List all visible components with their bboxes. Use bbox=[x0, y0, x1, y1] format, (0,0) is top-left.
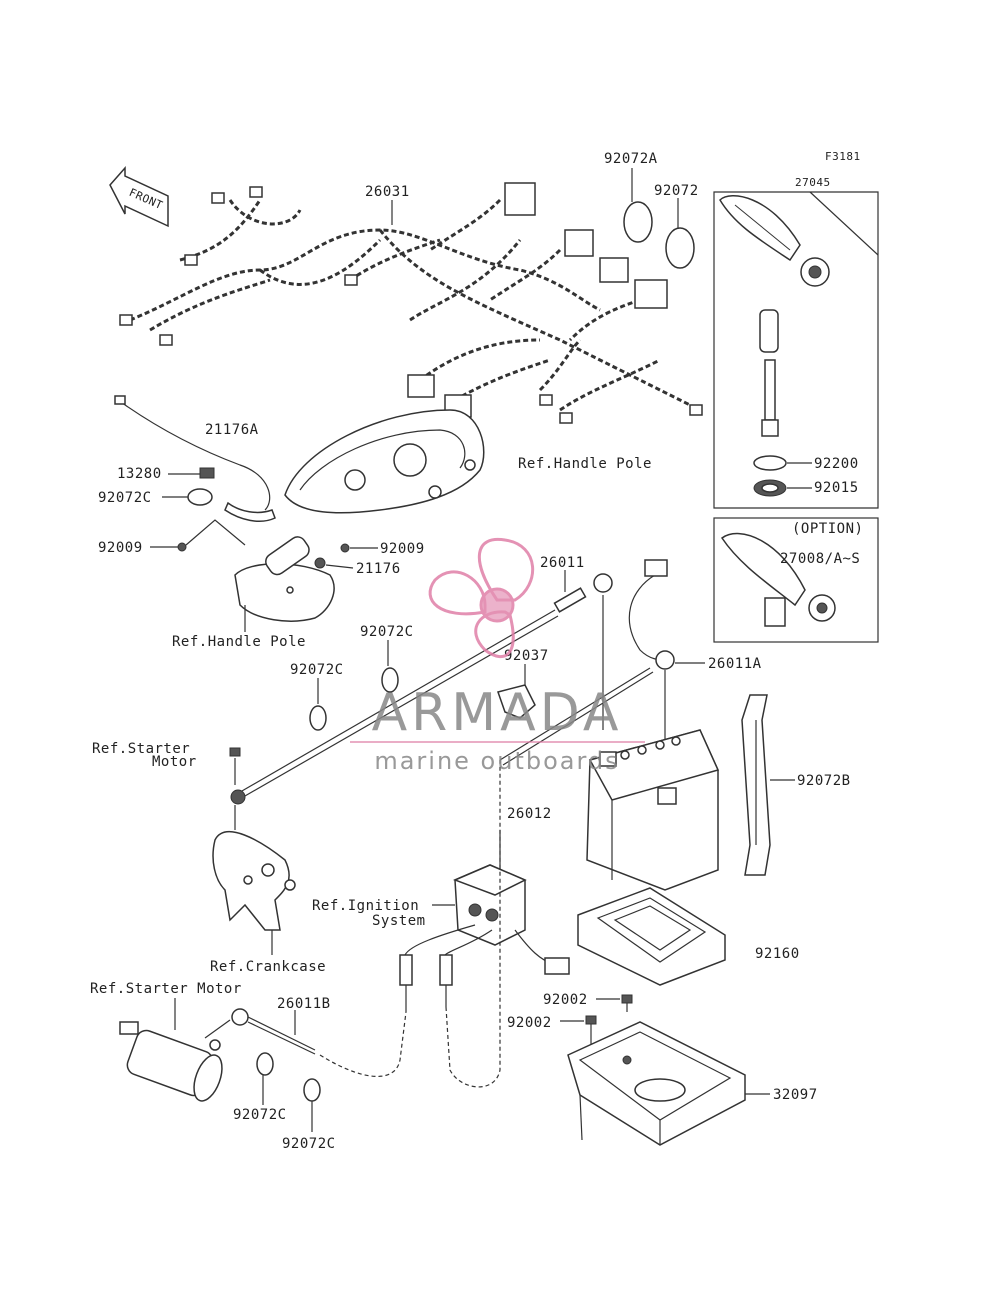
main-harness-26031 bbox=[119, 182, 703, 424]
clamp-92072C-d bbox=[256, 1052, 274, 1076]
screw-92009-a bbox=[177, 542, 187, 552]
clamp-92072C-e bbox=[303, 1078, 321, 1102]
bolt-92002-a bbox=[621, 994, 633, 1012]
propeller-icon bbox=[428, 537, 535, 659]
battery-cable-26011 bbox=[230, 573, 613, 805]
label-92200: 92200 bbox=[814, 456, 859, 472]
battery-strap-92072B bbox=[741, 694, 771, 876]
clamp-92072C-b bbox=[381, 667, 399, 693]
clamp-92072A bbox=[623, 201, 653, 243]
front-arrow-icon: FRONT bbox=[109, 166, 169, 228]
sensor-21176 bbox=[234, 536, 350, 622]
label-26011A: 26011A bbox=[708, 656, 762, 672]
label-92072C-b: 92072C bbox=[360, 624, 414, 640]
label-27045: 27045 bbox=[795, 176, 831, 189]
label-21176A: 21176A bbox=[205, 422, 259, 438]
label-27008: 27008/A~S bbox=[780, 551, 860, 567]
label-26031: 26031 bbox=[365, 184, 410, 200]
battery-cable-26011B bbox=[204, 1008, 316, 1055]
figure-id: F3181 bbox=[825, 150, 861, 163]
starter-motor bbox=[119, 1021, 223, 1102]
label-26011B: 26011B bbox=[277, 996, 331, 1012]
option-switch-box bbox=[713, 517, 879, 643]
armada-watermark-logo: ARMADA marine outboards bbox=[350, 537, 645, 775]
crankcase-bracket bbox=[212, 830, 296, 931]
battery-tray-92160 bbox=[577, 887, 726, 986]
label-92072C-c: 92072C bbox=[290, 662, 344, 678]
label-ref-handle-pole-2: Ref.Handle Pole bbox=[172, 634, 306, 650]
label-ref-ignition-b: System bbox=[372, 913, 426, 929]
starter-relay bbox=[452, 864, 570, 975]
handle-pole-cover bbox=[284, 409, 485, 514]
label-32097: 32097 bbox=[773, 1087, 818, 1103]
bolt-starter bbox=[229, 747, 241, 757]
label-21176: 21176 bbox=[356, 561, 401, 577]
label-92009-b: 92009 bbox=[380, 541, 425, 557]
label-92160: 92160 bbox=[755, 946, 800, 962]
clamp-92072C-c bbox=[309, 705, 327, 731]
label-92015: 92015 bbox=[814, 480, 859, 496]
label-26012: 26012 bbox=[507, 806, 552, 822]
label-92072C-e: 92072C bbox=[282, 1136, 336, 1152]
label-92002-a: 92002 bbox=[543, 992, 588, 1008]
label-ref-handle-pole-1: Ref.Handle Pole bbox=[518, 456, 652, 472]
label-92072C-a: 92072C bbox=[98, 490, 152, 506]
clamp-92072C-a bbox=[187, 488, 213, 506]
label-ref-starter-1b: Motor bbox=[152, 754, 197, 770]
label-ref-starter-1a: Ref.Starter bbox=[92, 741, 190, 757]
label-ref-crankcase: Ref.Crankcase bbox=[210, 959, 326, 975]
relay-leads bbox=[319, 760, 501, 1088]
label-92037: 92037 bbox=[504, 648, 549, 664]
clamp-92072 bbox=[665, 227, 695, 269]
label-92072C-d: 92072C bbox=[233, 1107, 287, 1123]
label-26011: 26011 bbox=[540, 555, 585, 571]
label-92009-a: 92009 bbox=[98, 540, 143, 556]
watermark-brand: ARMADA bbox=[372, 683, 623, 743]
battery-cable-26011A bbox=[499, 559, 675, 766]
label-13280: 13280 bbox=[117, 466, 162, 482]
label-92072A: 92072A bbox=[604, 151, 658, 167]
battery bbox=[586, 729, 720, 891]
label-92072B: 92072B bbox=[797, 773, 851, 789]
label-ref-starter-2: Ref.Starter Motor bbox=[90, 981, 242, 997]
clip-92037 bbox=[497, 684, 536, 719]
sensor-wire-21176A bbox=[114, 395, 276, 522]
label-92072: 92072 bbox=[654, 183, 699, 199]
ignition-switch-box bbox=[713, 191, 879, 509]
label-option: (OPTION) bbox=[792, 521, 863, 537]
label-92002-b: 92002 bbox=[507, 1015, 552, 1031]
battery-bracket-32097 bbox=[567, 1021, 746, 1146]
label-ref-ignition-a: Ref.Ignition bbox=[312, 898, 419, 914]
watermark-tagline: marine outboards bbox=[374, 747, 619, 775]
